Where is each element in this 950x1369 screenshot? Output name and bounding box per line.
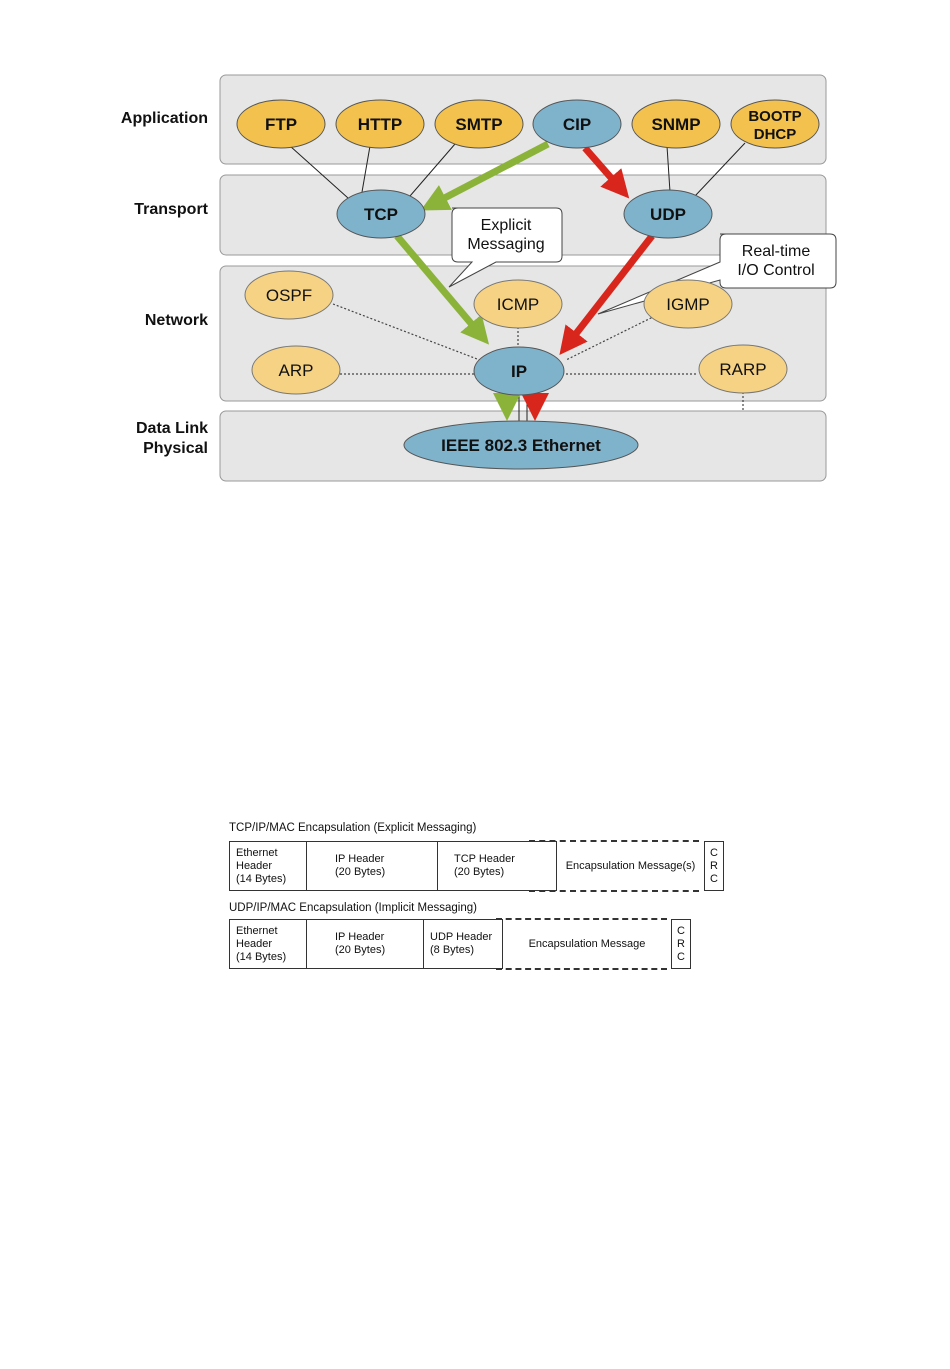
node-cip xyxy=(532,99,622,149)
udp-udp-line2: (8 Bytes) xyxy=(430,944,475,956)
node-udp xyxy=(623,189,713,239)
node-cip-label: CIP xyxy=(563,115,591,134)
node-udp-label: UDP xyxy=(650,205,686,224)
callout-explicit-line1: Explicit xyxy=(481,217,532,234)
udp-cell-ip-header: IP Header (20 Bytes) xyxy=(306,919,424,969)
tcp-encapsulation-table: Ethernet Header (14 Bytes) IP Header (20… xyxy=(229,841,724,891)
node-snmp xyxy=(631,99,721,149)
layer-label-datalink-line2: Physical xyxy=(143,440,208,457)
tcp-eth-line1: Ethernet xyxy=(236,846,278,859)
node-tcp xyxy=(336,189,426,239)
protocol-stack-diagram: Explicit Messaging Real-time I/O Control… xyxy=(219,74,837,482)
node-bootp-dhcp xyxy=(730,99,820,149)
tcp-msg-dashed-bottom xyxy=(529,890,699,892)
node-bootp-label: BOOTP xyxy=(748,108,801,125)
arrow-udp-ip xyxy=(559,233,655,356)
tcp-ip-line1: IP Header xyxy=(335,853,385,865)
udp-ip-line2: (20 Bytes) xyxy=(335,944,386,956)
node-igmp xyxy=(643,279,733,329)
tcp-cell-encapsulation-message: Encapsulation Message(s) xyxy=(556,841,705,891)
callout-explicit-messaging xyxy=(448,207,563,288)
tcp-cell-tcp-header: TCP Header (20 Bytes) xyxy=(437,841,557,891)
node-rarp-label: RARP xyxy=(719,360,766,379)
tcp-msg-dashed-top xyxy=(529,840,699,842)
node-ethernet xyxy=(403,420,639,470)
link-bootp-udp xyxy=(694,142,746,197)
node-ospf-label: OSPF xyxy=(266,286,312,305)
udp-ip-line1: IP Header xyxy=(335,931,385,943)
arrow-cip-tcp xyxy=(420,140,550,211)
link-smtp-tcp xyxy=(409,143,456,197)
arrow-tcp-ip xyxy=(394,233,490,345)
tcp-tcp-line1: TCP Header xyxy=(454,853,515,865)
node-icmp xyxy=(473,279,563,329)
udp-eth-line1: Ethernet xyxy=(236,924,278,937)
node-tcp-label: TCP xyxy=(364,205,398,224)
layer-label-network: Network xyxy=(144,312,208,329)
layer-label-datalink: Data Link Physical xyxy=(100,419,208,459)
node-ftp xyxy=(236,99,326,149)
node-smtp xyxy=(434,99,524,149)
node-ip-label: IP xyxy=(511,362,527,381)
layer-label-application: Application xyxy=(120,110,208,127)
tcp-crc-c1: C xyxy=(710,846,718,859)
arrow-cip-udp xyxy=(582,145,630,199)
link-snmp-udp xyxy=(666,145,671,193)
node-ethernet-label: IEEE 802.3 Ethernet xyxy=(441,436,601,455)
node-ftp-label: FTP xyxy=(265,115,297,134)
node-snmp-label: SNMP xyxy=(651,115,700,134)
layer-label-datalink-line1: Data Link xyxy=(135,420,208,437)
node-arp xyxy=(251,345,341,395)
udp-encapsulation-table: Ethernet Header (14 Bytes) IP Header (20… xyxy=(229,919,691,969)
callout-realtime-line2: I/O Control xyxy=(737,262,814,279)
callout-realtime-line1: Real-time xyxy=(742,243,811,260)
link-ftp-tcp xyxy=(289,145,349,199)
udp-udp-line1: UDP Header xyxy=(430,931,493,943)
tcp-cell-ip-header: IP Header (20 Bytes) xyxy=(306,841,438,891)
node-icmp-label: ICMP xyxy=(497,295,540,314)
node-dhcp-label: DHCP xyxy=(754,126,797,143)
node-smtp-label: SMTP xyxy=(455,115,502,134)
tcp-crc-r: R xyxy=(710,859,718,872)
tcp-tcp-line2: (20 Bytes) xyxy=(454,866,505,878)
tcp-eth-line2: Header xyxy=(236,859,273,872)
callout-explicit-line2: Messaging xyxy=(467,236,544,253)
udp-eth-line2: Header xyxy=(236,937,273,950)
node-http-label: HTTP xyxy=(358,115,402,134)
node-arp-label: ARP xyxy=(279,361,314,380)
node-ip xyxy=(473,346,565,396)
node-rarp xyxy=(698,344,788,394)
link-igmp-ip xyxy=(565,315,656,361)
udp-cell-udp-header: UDP Header (8 Bytes) xyxy=(423,919,503,969)
udp-crc-c1: C xyxy=(677,924,685,937)
udp-cell-ethernet-header: Ethernet Header (14 Bytes) xyxy=(229,919,307,969)
tcp-ip-line2: (20 Bytes) xyxy=(335,866,386,878)
udp-msg-dashed-bottom xyxy=(496,968,667,970)
udp-encapsulation-title: UDP/IP/MAC Encapsulation (Implicit Messa… xyxy=(229,902,477,914)
udp-cell-encapsulation-message: Encapsulation Message xyxy=(502,919,672,969)
node-igmp-label: IGMP xyxy=(666,295,709,314)
tcp-encapsulation-title: TCP/IP/MAC Encapsulation (Explicit Messa… xyxy=(229,822,477,834)
udp-crc-c2: C xyxy=(677,950,685,963)
tcp-cell-crc: C R C xyxy=(704,841,724,891)
layer-label-transport: Transport xyxy=(134,201,208,218)
link-ospf-ip xyxy=(332,303,486,363)
tcp-cell-ethernet-header: Ethernet Header (14 Bytes) xyxy=(229,841,307,891)
node-ospf xyxy=(244,270,334,320)
node-http xyxy=(335,99,425,149)
tcp-crc-c2: C xyxy=(710,872,718,885)
tcp-eth-line3: (14 Bytes) xyxy=(236,872,287,885)
udp-crc-r: R xyxy=(677,937,685,950)
udp-msg-dashed-top xyxy=(496,918,667,920)
udp-eth-line3: (14 Bytes) xyxy=(236,950,287,963)
udp-cell-crc: C R C xyxy=(671,919,691,969)
link-http-tcp xyxy=(361,145,371,193)
